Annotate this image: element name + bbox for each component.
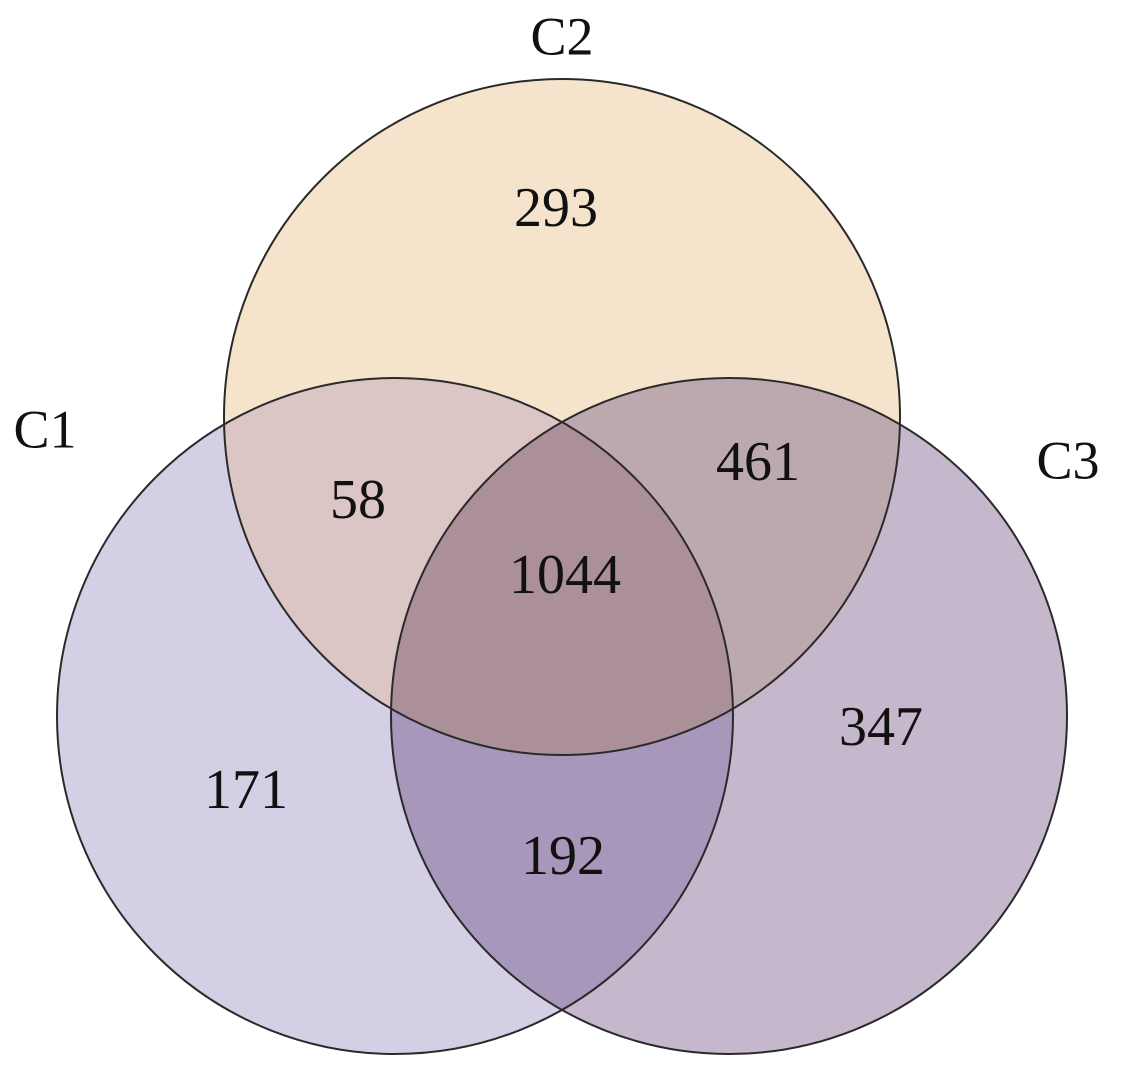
count-c3-only: 347 [839, 696, 923, 758]
count-c1-c3: 192 [521, 825, 605, 887]
count-c2-only: 293 [514, 177, 598, 239]
set-label-c2: C2 [530, 6, 593, 66]
circle-c3-outline [390, 377, 1068, 1055]
count-c1-only: 171 [204, 759, 288, 821]
count-c1-c2-c3: 1044 [509, 544, 621, 606]
circle-c2-outline [223, 78, 901, 756]
circle-c1-outline [56, 377, 734, 1055]
count-c2-c3: 461 [716, 431, 800, 493]
count-c1-c2: 58 [330, 469, 386, 531]
set-label-c3: C3 [1036, 430, 1099, 490]
set-label-c1: C1 [13, 399, 76, 459]
